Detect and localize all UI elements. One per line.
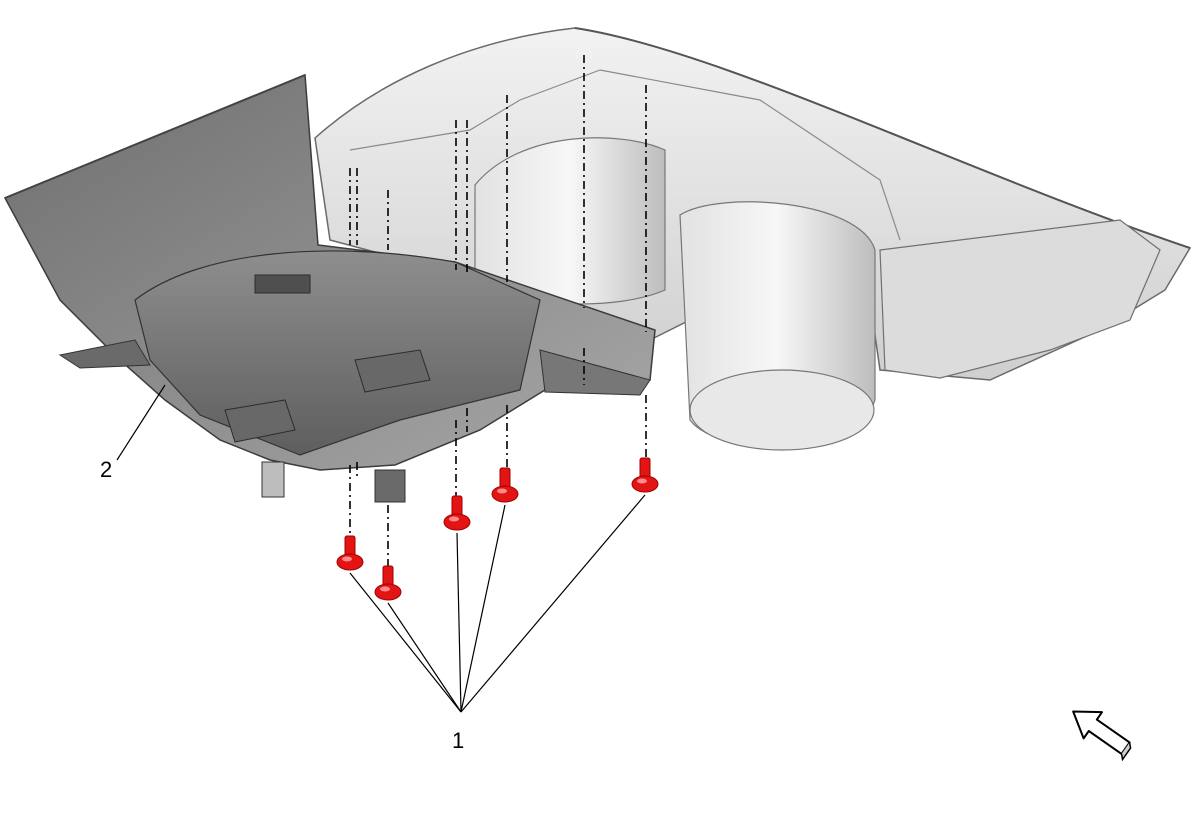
fastener-3 <box>443 495 471 531</box>
cup-holder-right <box>679 201 876 451</box>
fastener-2 <box>374 565 402 601</box>
arrow-up-left-icon <box>1072 710 1132 762</box>
callout-label-2: 2 <box>100 457 112 482</box>
fasteners <box>336 457 659 601</box>
alignment-lines <box>349 55 647 570</box>
fastener-5 <box>631 457 659 493</box>
leader-lines <box>116 384 646 713</box>
callout-label-1: 1 <box>452 728 464 753</box>
fastener-1 <box>336 535 364 571</box>
trim-panel <box>3 73 656 503</box>
fastener-4 <box>491 467 519 503</box>
